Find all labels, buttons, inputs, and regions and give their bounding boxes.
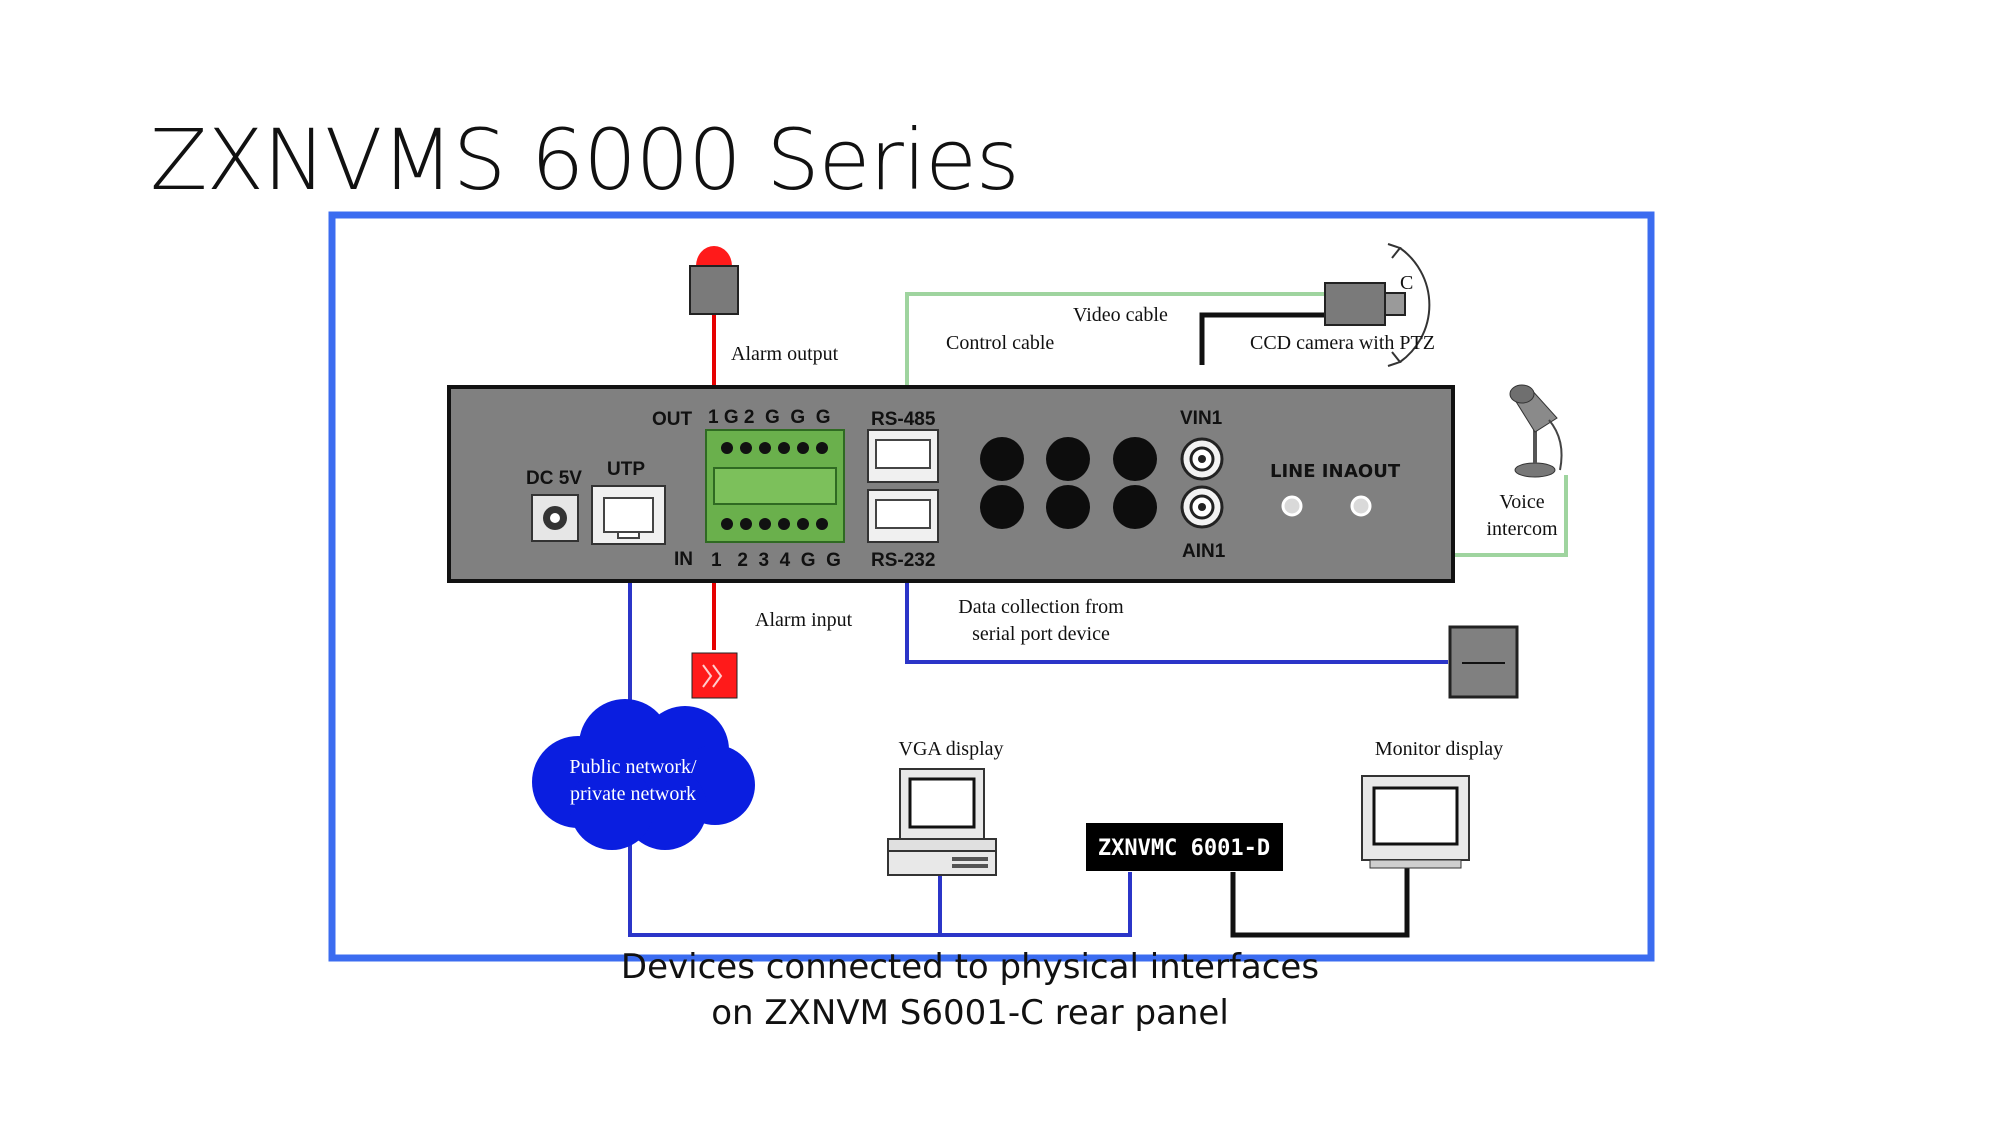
ccd-camera-label: CCD camera with PTZ <box>1250 332 1435 354</box>
microphone-icon <box>1509 384 1563 478</box>
data-collection-label-2: serial port device <box>972 623 1110 645</box>
rs485-label: RS-485 <box>871 409 936 430</box>
serial-cable <box>905 572 1448 664</box>
voice-intercom-label-2: intercom <box>1486 518 1558 540</box>
aout-jack <box>1350 495 1372 517</box>
in-label: IN <box>674 549 693 570</box>
network-cloud-icon <box>532 699 755 850</box>
alarm-input-label: Alarm input <box>755 609 853 631</box>
dc5v-label: DC 5V <box>526 468 582 489</box>
monitor-cable <box>1230 860 1410 938</box>
slide-title: ZXNVMS 6000 Series <box>150 111 1020 209</box>
diagram-caption: Devices connected to physical interfaces… <box>620 947 1320 1033</box>
alarm-output-label: Alarm output <box>731 343 839 365</box>
terminal-screws-bottom <box>721 518 828 530</box>
ain1-label: AIN1 <box>1182 541 1226 562</box>
control-cable <box>905 292 1325 410</box>
video-cable-label: Video cable <box>1073 304 1168 326</box>
dc5v-jack <box>531 494 579 542</box>
in-pins-label: 1 2 3 4 G G <box>711 550 841 571</box>
decoder-box <box>1086 823 1283 871</box>
vga-computer-icon <box>887 768 997 876</box>
vin1-connector <box>1180 437 1224 481</box>
terminal-screws-top <box>721 442 828 454</box>
ain1-connector <box>1180 485 1224 529</box>
public-network-label-2: private network <box>570 783 696 805</box>
alarm-light-icon <box>689 246 739 315</box>
ptz-rotation-label: C <box>1400 272 1413 294</box>
rs232-label: RS-232 <box>871 550 935 571</box>
line-in-label: LINE IN <box>1270 461 1344 482</box>
decoder-label: ZXNVMC 6001-D <box>1098 836 1270 861</box>
alarm-input-icon <box>691 652 738 699</box>
monitor-icon <box>1361 775 1470 869</box>
out-pins-label: 1 G 2 G G G <box>708 407 830 428</box>
monitor-display-label: Monitor display <box>1375 738 1503 760</box>
aout-label: AOUT <box>1344 461 1401 482</box>
data-collection-label-1: Data collection from <box>958 596 1124 618</box>
serial-device-icon <box>1448 625 1519 699</box>
video-cable <box>1199 312 1325 365</box>
ccd-camera-icon: C <box>1324 243 1431 367</box>
utp-label: UTP <box>607 459 645 480</box>
vga-display-label: VGA display <box>899 738 1004 760</box>
public-network-label-1: Public network/ <box>569 756 697 778</box>
control-cable-label: Control cable <box>946 332 1054 354</box>
line-in-jack <box>1281 495 1303 517</box>
port-holes <box>980 437 1157 529</box>
vin1-label: VIN1 <box>1180 408 1223 429</box>
out-label: OUT <box>652 409 693 430</box>
voice-intercom-label-1: Voice <box>1499 491 1544 513</box>
rear-panel <box>447 385 1455 583</box>
